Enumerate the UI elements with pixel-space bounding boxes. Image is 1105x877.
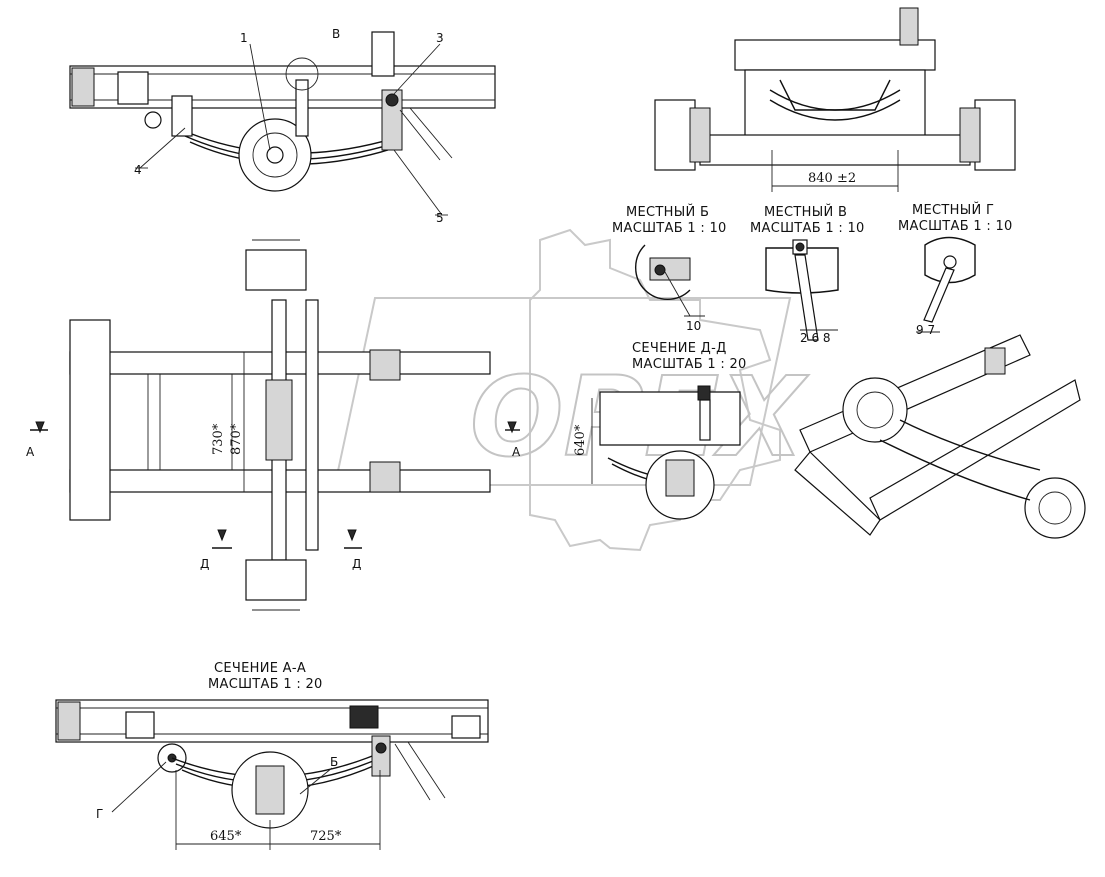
watermark: OPEX [333, 228, 810, 552]
section-mark-a-right: А [512, 445, 521, 459]
callout-10: 10 [686, 319, 701, 333]
local-view-b [635, 244, 705, 317]
plan-view [30, 239, 520, 611]
dim-870: 870* [229, 423, 244, 455]
section-mark-d-right: Д [352, 557, 361, 571]
dim-840: 840 ±2 [808, 171, 856, 186]
callout-v: В [332, 27, 340, 41]
dim-640: 640* [573, 424, 588, 456]
section-mark-d-left: Д [200, 557, 209, 571]
local-v-title-2: МАСШТАБ 1 : 10 [750, 221, 865, 236]
callout-b: Б [330, 755, 338, 769]
local-g-title-1: МЕСТНЫЙ Г [912, 202, 994, 218]
section-mark-a-left: А [26, 445, 35, 459]
rear-end-view [654, 7, 1016, 192]
local-g-title-2: МАСШТАБ 1 : 10 [898, 219, 1013, 234]
callout-g: Г [96, 807, 103, 821]
local-view-g [916, 236, 976, 333]
callout-268: 2 6 8 [800, 331, 831, 345]
isometric-view [794, 334, 1086, 539]
section-aa-view [55, 699, 489, 850]
dim-645: 645* [210, 829, 242, 844]
section-dd-title-2: МАСШТАБ 1 : 20 [632, 357, 747, 372]
local-b-title-1: МЕСТНЫЙ Б [626, 204, 709, 220]
callout-1: 1 [240, 31, 248, 45]
callout-4: 4 [134, 163, 142, 177]
section-aa-title-2: МАСШТАБ 1 : 20 [208, 677, 323, 692]
section-dd-view [591, 385, 741, 520]
side-view-top [69, 31, 496, 216]
dim-730: 730* [211, 423, 226, 455]
callout-3: 3 [436, 31, 444, 45]
local-b-title-2: МАСШТАБ 1 : 10 [612, 221, 727, 236]
dim-725: 725* [310, 829, 342, 844]
section-aa-title-1: СЕЧЕНИЕ А-А [214, 661, 306, 676]
section-dd-title-1: СЕЧЕНИЕ Д-Д [632, 341, 727, 356]
local-view-v [765, 239, 839, 341]
callout-97: 9 7 [916, 323, 935, 337]
local-v-title-1: МЕСТНЫЙ В [764, 204, 847, 220]
callout-5: 5 [436, 211, 444, 225]
